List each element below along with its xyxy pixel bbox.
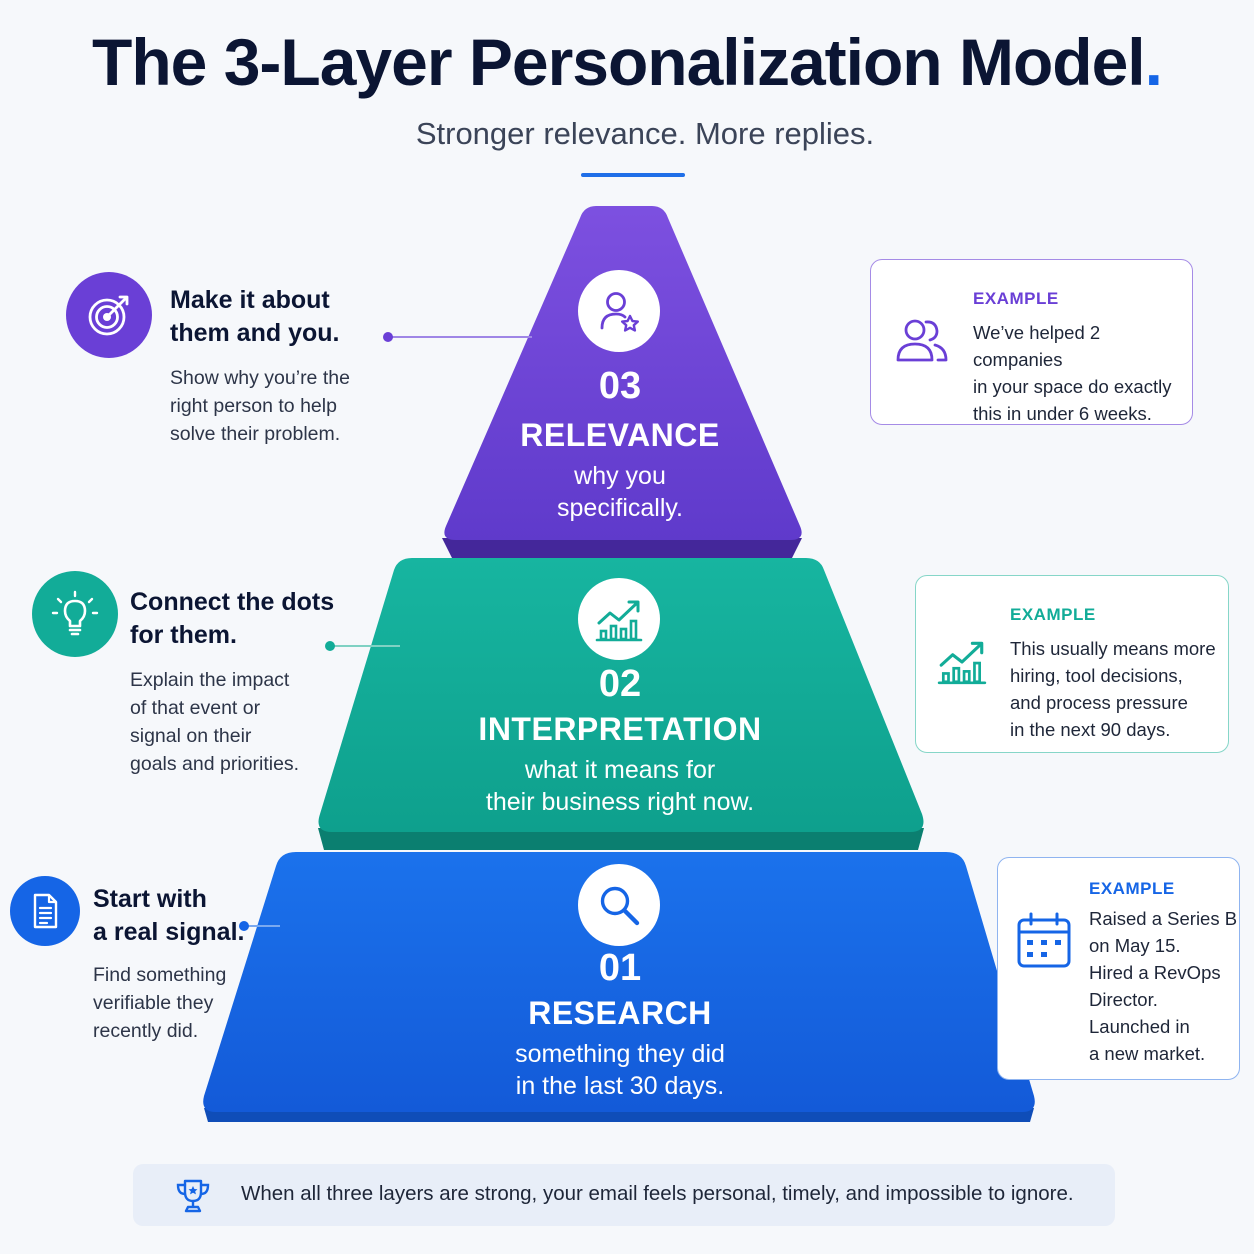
example-line: and process pressure: [1010, 692, 1188, 713]
layer-interpretation-shape: [318, 558, 924, 832]
connector-dot: [239, 921, 249, 931]
example-line: this in under 6 weeks.: [973, 403, 1152, 424]
layer-desc-line: their business right now.: [485, 788, 755, 817]
note-heading-line: for them.: [130, 621, 237, 649]
example-line: hiring, tool decisions,: [1010, 665, 1183, 686]
note-body-line: goals and priorities.: [130, 753, 300, 775]
example-line: a new market.: [1089, 1043, 1206, 1064]
note-interpretation: Connect the dots for them. Explain the i…: [130, 586, 334, 778]
example-label: EXAMPLE: [973, 289, 1059, 308]
calendar-icon: [1017, 912, 1071, 968]
research-icon-circle: [578, 864, 660, 946]
layer-interpretation-text: 02 INTERPRETATION what it means for thei…: [420, 663, 820, 818]
example-label: EXAMPLE: [1010, 605, 1096, 624]
example-card-research: EXAMPLE Raised a Series B on May 15. Hir…: [997, 857, 1240, 1080]
note-body-line: signal on their: [130, 725, 252, 747]
footer-text: When all three layers are strong, your e…: [241, 1182, 1074, 1205]
lightbulb-icon: [51, 590, 99, 636]
magnifier-icon: [600, 886, 640, 926]
interpretation-icon-circle: [578, 578, 660, 660]
example-line: in your space do exactly: [973, 376, 1172, 397]
note-body-line: Show why you’re the: [170, 367, 350, 389]
layer-desc-line: specifically.: [557, 494, 683, 523]
layer-desc-line: why you: [574, 462, 666, 491]
title-dot: .: [1144, 25, 1163, 99]
layer-research-shape: [203, 852, 1035, 1112]
example-label: EXAMPLE: [1089, 879, 1175, 898]
example-text: This usually means more hiring, tool dec…: [1010, 635, 1216, 743]
example-card-interpretation: EXAMPLE This usually means more hiring, …: [915, 575, 1229, 753]
example-line: on May 15.: [1089, 935, 1181, 956]
title-text: The 3-Layer Personalization Model: [92, 25, 1146, 99]
connector-relevance: [383, 332, 532, 342]
note-body-line: recently did.: [93, 1020, 199, 1042]
note-body-line: Explain the impact: [130, 669, 290, 691]
layer-desc-line: in the last 30 days.: [515, 1072, 725, 1101]
layer-relevance-shape: [444, 206, 802, 540]
users-icon: [896, 319, 948, 362]
layer-relevance-text: 03 RELEVANCE why you specifically.: [470, 365, 770, 524]
connector-dot: [325, 641, 335, 651]
note-body-line: of that event or: [130, 697, 261, 719]
footer-banner: When all three layers are strong, your e…: [133, 1164, 1115, 1226]
layer-research-text: 01 RESEARCH something they did in the la…: [420, 947, 820, 1102]
example-line: Launched in: [1089, 1016, 1190, 1037]
layer-desc-line: what it means for: [524, 756, 716, 785]
example-line: in the next 90 days.: [1010, 719, 1171, 740]
layer-desc-line: something they did: [515, 1040, 725, 1069]
page-subtitle: Stronger relevance. More replies.: [415, 116, 875, 151]
example-text: We’ve helped 2 companies in your space d…: [973, 319, 1192, 427]
note-research: Start with a real signal. Find something…: [93, 883, 244, 1045]
layer-name: RELEVANCE: [520, 416, 720, 453]
note-heading-line: Make it about: [170, 286, 330, 314]
title-underline: [581, 173, 685, 177]
connector-interpretation: [325, 641, 400, 651]
example-card-relevance: EXAMPLE We’ve helped 2 companies in your…: [870, 259, 1193, 425]
example-line: This usually means more: [1010, 638, 1216, 659]
connector-research: [239, 921, 280, 931]
note-body-line: Find something: [93, 964, 227, 986]
page-title: The 3-Layer Personalization Model.: [0, 24, 1254, 100]
growth-chart-icon: [937, 641, 987, 685]
lightbulb-icon-circle: [32, 571, 118, 657]
note-heading-line: Start with: [93, 885, 207, 913]
note-heading-line: a real signal.: [93, 918, 245, 946]
user-star-icon: [600, 292, 639, 332]
layer-number: 02: [598, 663, 642, 705]
connector-dot: [383, 332, 393, 342]
note-body-line: verifiable they: [93, 992, 214, 1014]
note-heading-line: them and you.: [170, 319, 340, 347]
target-icon-circle: [66, 272, 152, 358]
growth-chart-icon: [595, 600, 643, 642]
example-line: Director.: [1089, 989, 1158, 1010]
relevance-icon-circle: [578, 270, 660, 352]
note-body-line: right person to help: [170, 395, 337, 417]
layer-relevance-base: [442, 538, 802, 558]
note-heading-line: Connect the dots: [130, 588, 335, 616]
example-line: Hired a RevOps: [1089, 962, 1221, 983]
document-icon: [33, 893, 58, 929]
example-text: Raised a Series B on May 15. Hired a Rev…: [1089, 905, 1237, 1067]
layer-name: RESEARCH: [528, 994, 712, 1031]
layer-number: 03: [598, 365, 642, 407]
note-body-line: solve their problem.: [170, 423, 341, 445]
target-icon: [88, 295, 129, 336]
example-line: We’ve helped 2 companies: [973, 322, 1101, 370]
trophy-icon: [176, 1179, 210, 1213]
layer-interpretation-base: [318, 828, 924, 850]
layer-number: 01: [598, 947, 642, 989]
example-line: Raised a Series B: [1089, 908, 1238, 929]
document-icon-circle: [10, 876, 80, 946]
note-relevance: Make it about them and you. Show why you…: [170, 284, 350, 448]
layer-name: INTERPRETATION: [478, 710, 762, 747]
